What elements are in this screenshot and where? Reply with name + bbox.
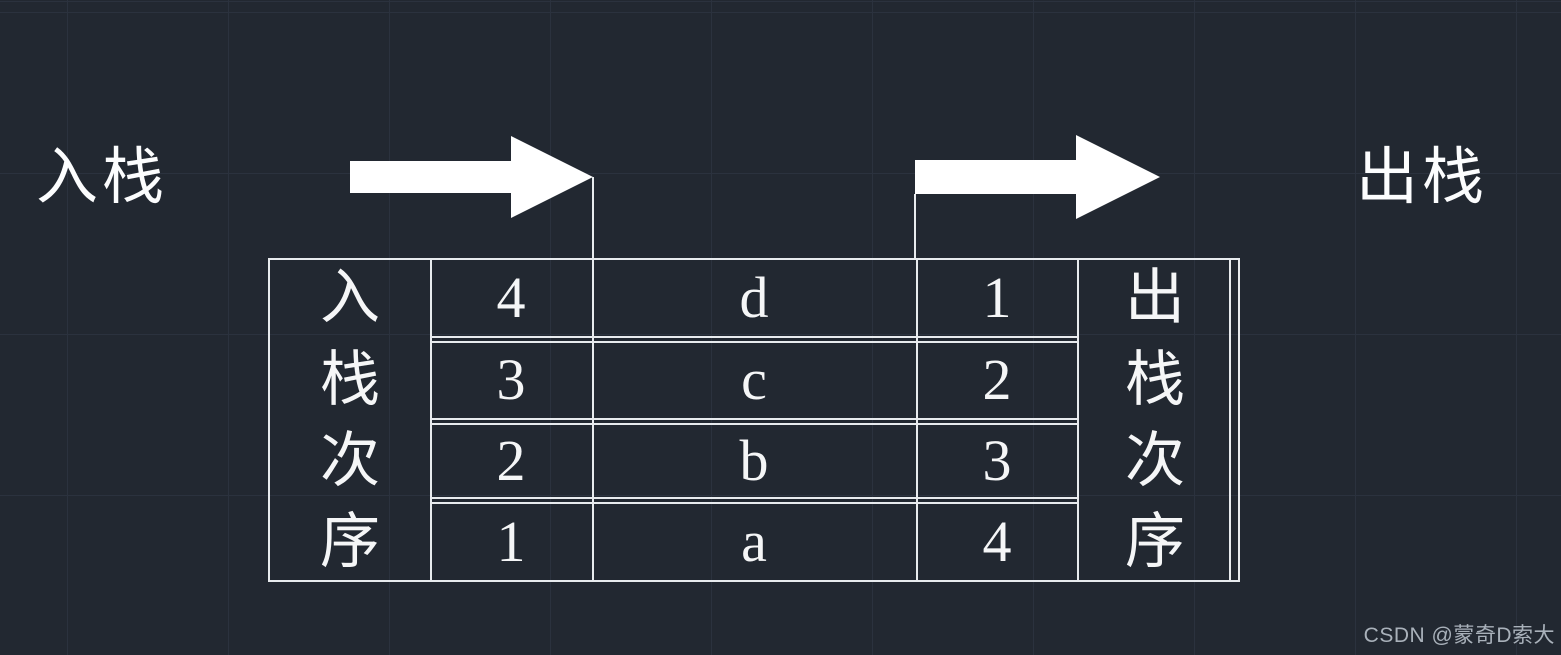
column-divider	[1077, 258, 1079, 582]
push-connector-line	[592, 177, 594, 258]
pop-order-cell: 3	[982, 427, 1012, 493]
push-order-header-char: 入	[320, 265, 380, 331]
element-cell: d	[739, 265, 769, 330]
row-divider	[430, 497, 1078, 499]
element-cell: b	[739, 427, 769, 493]
push-order-header-char: 序	[320, 509, 380, 575]
row-divider	[430, 418, 1078, 420]
column-divider	[430, 258, 432, 582]
push-order-header-char: 栈	[320, 347, 380, 413]
pop-connector-line	[914, 194, 916, 258]
pop-order-header-char: 栈	[1125, 347, 1185, 413]
push-order-header-char: 次	[320, 427, 380, 494]
csdn-watermark: CSDN @蒙奇D索大	[1363, 624, 1555, 647]
pop-arrow-shaft	[915, 160, 1078, 194]
row-divider	[430, 336, 1078, 338]
push-order-cell: 1	[496, 509, 526, 574]
push-order-cell: 2	[496, 427, 526, 493]
column-divider	[1229, 260, 1231, 580]
pop-label: 出栈	[1356, 144, 1489, 212]
row-divider	[430, 423, 1078, 425]
element-cell: c	[741, 347, 767, 412]
pop-order-cell: 4	[982, 509, 1012, 574]
push-arrow-head	[511, 136, 593, 218]
table-outline	[268, 258, 1240, 582]
pop-order-header-char: 出	[1125, 265, 1185, 331]
pop-arrow-head	[1076, 135, 1160, 219]
push-order-cell: 3	[496, 347, 526, 412]
pop-order-cell: 2	[982, 347, 1012, 412]
pop-order-header-char: 次	[1125, 427, 1185, 494]
column-divider	[916, 258, 918, 582]
push-label: 入栈	[36, 144, 169, 212]
pop-order-header-char: 序	[1125, 509, 1185, 575]
row-divider	[430, 502, 1078, 504]
element-cell: a	[741, 509, 767, 574]
push-arrow-shaft	[350, 161, 513, 193]
push-order-cell: 4	[496, 265, 526, 330]
pop-order-cell: 1	[982, 265, 1012, 330]
row-divider	[430, 341, 1078, 343]
column-divider	[592, 258, 594, 582]
